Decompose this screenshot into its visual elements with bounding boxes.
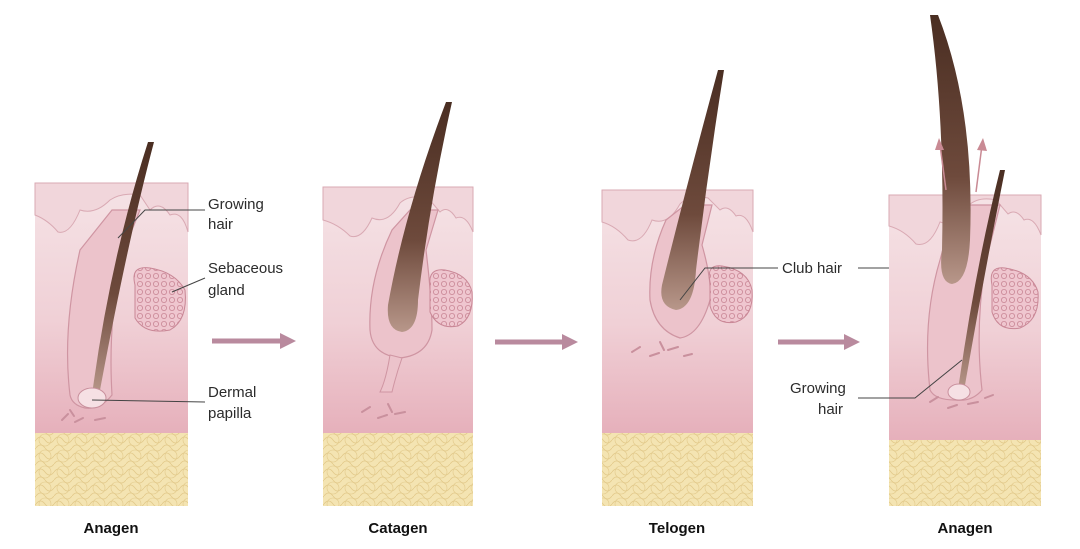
label-growing-hair-1-line2: hair	[208, 216, 233, 233]
label-group-dermal-papilla: Dermal papilla	[91, 384, 256, 422]
panel-catagen	[322, 102, 474, 506]
label-group-growing-hair-2: Growing hair	[790, 359, 963, 418]
label-group-sebaceous-gland: Sebaceous gland	[171, 260, 283, 299]
stage-label-anagen-2: Anagen	[937, 520, 992, 537]
stage-label-telogen: Telogen	[649, 520, 705, 537]
label-growing-hair-1-line1: Growing	[208, 196, 264, 213]
label-group-growing-hair-1: Growing hair	[117, 196, 264, 239]
panel-anagen-1	[34, 142, 189, 506]
label-dermal-papilla-line2: papilla	[208, 405, 252, 422]
panel-anagen-2	[888, 15, 1042, 506]
arrow-1-head	[280, 333, 296, 349]
label-sebaceous-gland-line2: gland	[208, 282, 245, 299]
label-club-hair: Club hair	[782, 260, 842, 277]
label-growing-hair-2-line2: hair	[818, 401, 843, 418]
stage-label-anagen-1: Anagen	[83, 520, 138, 537]
label-sebaceous-gland-line1: Sebaceous	[208, 260, 283, 277]
arrow-2-head	[562, 334, 578, 350]
arrow-3-head	[844, 334, 860, 350]
shed-arrow-right	[975, 144, 983, 193]
panel-telogen	[601, 70, 754, 506]
label-dermal-papilla-line1: Dermal	[208, 384, 256, 401]
stage-label-catagen: Catagen	[368, 520, 427, 537]
label-growing-hair-2-line1: Growing	[790, 380, 846, 397]
shed-arrow-left	[939, 144, 947, 191]
